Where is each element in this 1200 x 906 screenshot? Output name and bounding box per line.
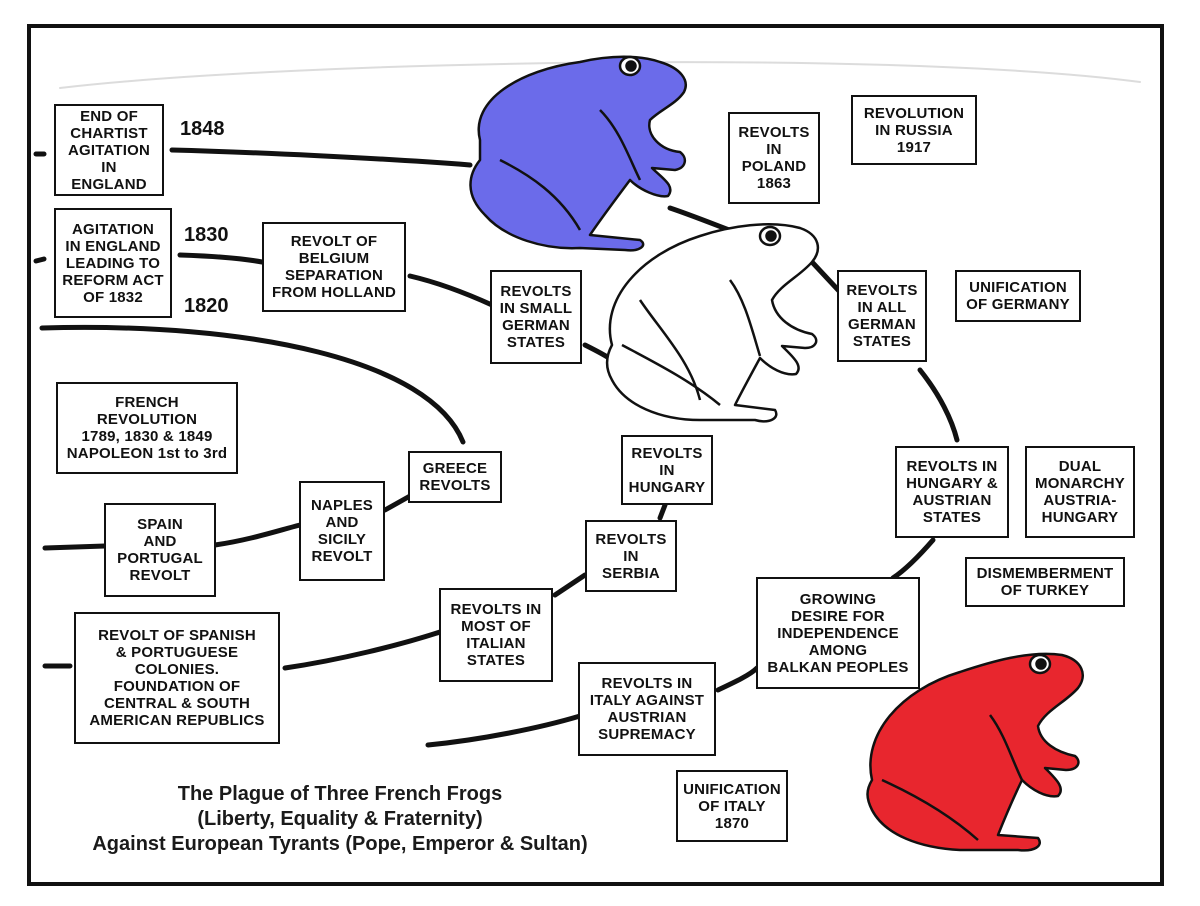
box-small-german: REVOLTS IN SMALL GERMAN STATES: [490, 270, 582, 364]
box-belgium: REVOLT OF BELGIUM SEPARATION FROM HOLLAN…: [262, 222, 406, 312]
box-dismemberment-turkey: DISMEMBERMENT OF TURKEY: [965, 557, 1125, 607]
box-dual-monarchy: DUAL MONARCHY AUSTRIA- HUNGARY: [1025, 446, 1135, 538]
box-hungary: REVOLTS IN HUNGARY: [621, 435, 713, 505]
blue-frog-icon: [469, 55, 687, 252]
box-poland: REVOLTS IN POLAND 1863: [728, 112, 820, 204]
box-french-revolution: FRENCH REVOLUTION 1789, 1830 & 1849 NAPO…: [56, 382, 238, 474]
year-1830: 1830: [184, 224, 229, 246]
caption-line-3: Against European Tyrants (Pope, Emperor …: [92, 833, 588, 855]
caption-line-1: The Plague of Three French Frogs: [177, 783, 503, 805]
box-colonies: REVOLT OF SPANISH & PORTUGUESE COLONIES.…: [74, 612, 280, 744]
box-italian-states: REVOLTS IN MOST OF ITALIAN STATES: [439, 588, 553, 682]
white-frog-icon: [605, 223, 820, 423]
box-unification-germany: UNIFICATION OF GERMANY: [955, 270, 1081, 322]
box-reform-act: AGITATION IN ENGLAND LEADING TO REFORM A…: [54, 208, 172, 318]
line-1820: [39, 324, 466, 445]
box-russia: REVOLUTION IN RUSSIA 1917: [851, 95, 977, 165]
diagram-caption: The Plague of Three French Frogs (Libert…: [60, 782, 620, 857]
box-unification-italy: UNIFICATION OF ITALY 1870: [676, 770, 788, 842]
red-frog-icon: [866, 652, 1084, 852]
box-spain-portugal: SPAIN AND PORTUGAL REVOLT: [104, 503, 216, 597]
year-1848: 1848: [180, 118, 225, 140]
line-1830: [33, 256, 47, 264]
box-all-german: REVOLTS IN ALL GERMAN STATES: [837, 270, 927, 362]
box-end-chartist: END OF CHARTIST AGITATION IN ENGLAND: [54, 104, 164, 196]
box-balkan: GROWING DESIRE FOR INDEPENDENCE AMONG BA…: [756, 577, 920, 689]
box-naples-sicily: NAPLES AND SICILY REVOLT: [299, 481, 385, 581]
year-1820: 1820: [184, 295, 229, 317]
box-hungary-austrian: REVOLTS IN HUNGARY & AUSTRIAN STATES: [895, 446, 1009, 538]
box-greece: GREECE REVOLTS: [408, 451, 502, 503]
caption-line-2: (Liberty, Equality & Fraternity): [197, 808, 483, 830]
box-italy-austrian: REVOLTS IN ITALY AGAINST AUSTRIAN SUPREM…: [578, 662, 716, 756]
box-serbia: REVOLTS IN SERBIA: [585, 520, 677, 592]
